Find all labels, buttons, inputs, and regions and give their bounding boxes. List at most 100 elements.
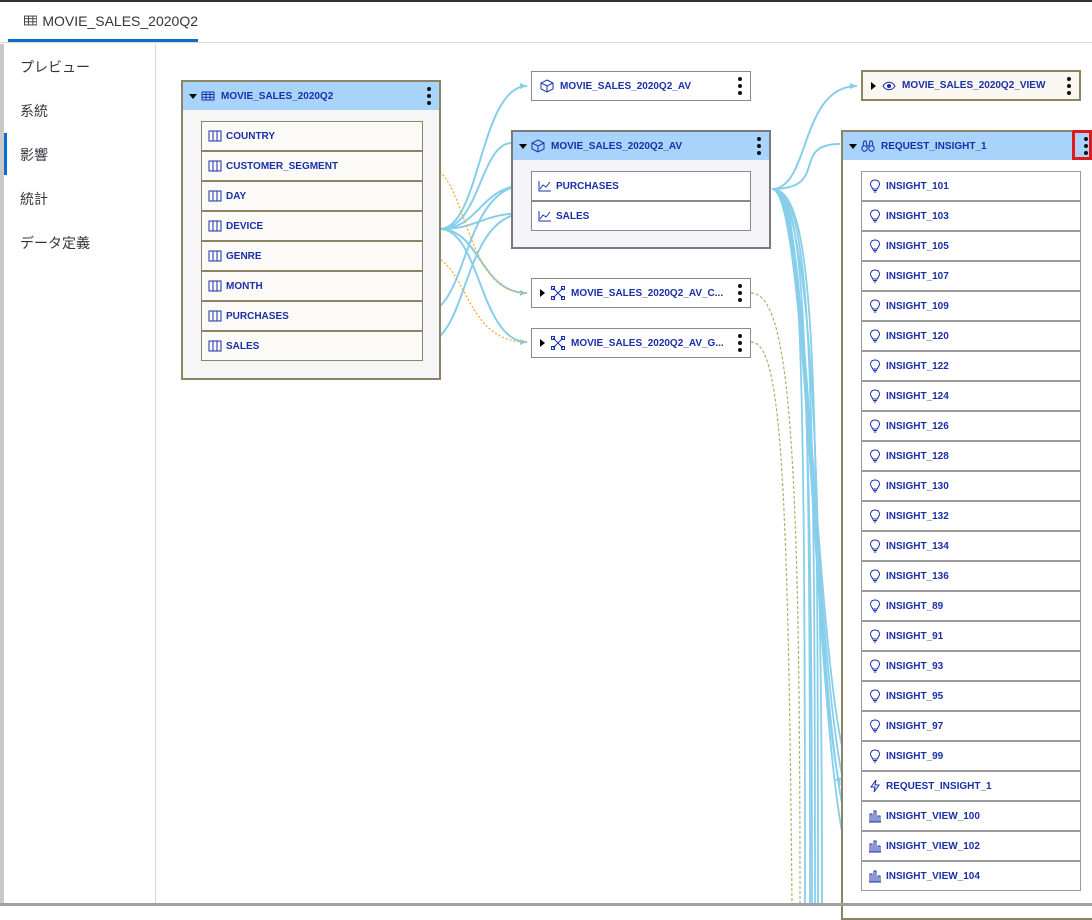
insight-label: INSIGHT_132 bbox=[886, 511, 949, 522]
hierarchy-node[interactable]: MOVIE_SALES_2020Q2_AV_C... bbox=[531, 278, 751, 308]
insight-row[interactable]: INSIGHT_130 bbox=[861, 471, 1081, 501]
collapse-caret-icon[interactable] bbox=[189, 94, 197, 99]
view-title: MOVIE_SALES_2020Q2_VIEW bbox=[902, 80, 1045, 91]
analytic-view-node-expanded[interactable]: MOVIE_SALES_2020Q2_AV PURCHASES SALES bbox=[511, 130, 771, 249]
focus-highlight bbox=[1072, 130, 1092, 160]
insight-label: INSIGHT_95 bbox=[886, 691, 943, 702]
source-table-node[interactable]: MOVIE_SALES_2020Q2 COUNTRY CUSTOMER_SEGM… bbox=[181, 80, 441, 380]
insight-row[interactable]: INSIGHT_128 bbox=[861, 441, 1081, 471]
insight-row[interactable]: INSIGHT_132 bbox=[861, 501, 1081, 531]
eye-icon bbox=[882, 79, 896, 93]
more-options-icon[interactable] bbox=[738, 77, 742, 95]
insight-label: INSIGHT_101 bbox=[886, 181, 949, 192]
insight-row[interactable]: INSIGHT_93 bbox=[861, 651, 1081, 681]
column-label: MONTH bbox=[226, 281, 263, 292]
insight-request-header[interactable]: REQUEST_INSIGHT_1 bbox=[843, 132, 1092, 160]
insight-label: INSIGHT_130 bbox=[886, 481, 949, 492]
lightbulb-icon bbox=[868, 689, 882, 703]
hierarchy-node[interactable]: MOVIE_SALES_2020Q2_AV_G... bbox=[531, 328, 751, 358]
more-options-icon[interactable] bbox=[1067, 77, 1071, 95]
insight-view-row[interactable]: INSIGHT_VIEW_100 bbox=[861, 801, 1081, 831]
expand-caret-icon[interactable] bbox=[540, 289, 545, 297]
insight-label: INSIGHT_97 bbox=[886, 721, 943, 732]
insight-row[interactable]: INSIGHT_120 bbox=[861, 321, 1081, 351]
line-chart-icon bbox=[538, 209, 552, 223]
lightning-icon bbox=[868, 779, 882, 793]
insight-request-node[interactable]: REQUEST_INSIGHT_1 INSIGHT_101 INSIGHT_10… bbox=[841, 130, 1092, 920]
insight-label: INSIGHT_124 bbox=[886, 391, 949, 402]
insight-row[interactable]: INSIGHT_122 bbox=[861, 351, 1081, 381]
insight-row[interactable]: INSIGHT_99 bbox=[861, 741, 1081, 771]
lightbulb-icon bbox=[868, 179, 882, 193]
measure-row[interactable]: SALES bbox=[531, 201, 751, 231]
lightbulb-icon bbox=[868, 419, 882, 433]
more-options-icon[interactable] bbox=[427, 87, 431, 105]
measure-row[interactable]: PURCHASES bbox=[531, 171, 751, 201]
insight-view-row[interactable]: INSIGHT_VIEW_104 bbox=[861, 861, 1081, 891]
expand-caret-icon[interactable] bbox=[540, 339, 545, 347]
column-icon bbox=[208, 189, 222, 203]
lightbulb-icon bbox=[868, 359, 882, 373]
more-options-icon[interactable] bbox=[738, 284, 742, 302]
lightbulb-icon bbox=[868, 719, 882, 733]
line-chart-icon bbox=[538, 179, 552, 193]
insight-row[interactable]: INSIGHT_89 bbox=[861, 591, 1081, 621]
lightbulb-icon bbox=[868, 479, 882, 493]
lightbulb-icon bbox=[868, 269, 882, 283]
lightbulb-icon bbox=[868, 539, 882, 553]
insight-row[interactable]: INSIGHT_103 bbox=[861, 201, 1081, 231]
column-row[interactable]: PURCHASES bbox=[201, 301, 423, 331]
insight-row[interactable]: INSIGHT_109 bbox=[861, 291, 1081, 321]
insight-label: INSIGHT_99 bbox=[886, 751, 943, 762]
column-label: PURCHASES bbox=[226, 311, 289, 322]
insight-label: INSIGHT_91 bbox=[886, 631, 943, 642]
column-row[interactable]: CUSTOMER_SEGMENT bbox=[201, 151, 423, 181]
analytic-view-node-collapsed[interactable]: MOVIE_SALES_2020Q2_AV bbox=[531, 71, 751, 101]
view-node[interactable]: MOVIE_SALES_2020Q2_VIEW bbox=[861, 70, 1081, 101]
expand-caret-icon[interactable] bbox=[871, 82, 876, 90]
insight-row[interactable]: INSIGHT_107 bbox=[861, 261, 1081, 291]
insight-view-row[interactable]: INSIGHT_VIEW_102 bbox=[861, 831, 1081, 861]
measure-label: SALES bbox=[556, 211, 589, 222]
column-label: GENRE bbox=[226, 251, 262, 262]
table-icon bbox=[201, 89, 215, 103]
insight-label: REQUEST_INSIGHT_1 bbox=[886, 781, 992, 792]
collapse-caret-icon[interactable] bbox=[519, 144, 527, 149]
insight-label: INSIGHT_126 bbox=[886, 421, 949, 432]
column-row[interactable]: COUNTRY bbox=[201, 121, 423, 151]
column-row[interactable]: SALES bbox=[201, 331, 423, 361]
insight-row[interactable]: INSIGHT_101 bbox=[861, 171, 1081, 201]
measure-label: PURCHASES bbox=[556, 181, 619, 192]
column-icon bbox=[208, 249, 222, 263]
analytic-view-header[interactable]: MOVIE_SALES_2020Q2_AV bbox=[513, 132, 769, 160]
bar-chart-icon bbox=[868, 809, 882, 823]
hierarchy-icon bbox=[551, 336, 565, 350]
column-row[interactable]: MONTH bbox=[201, 271, 423, 301]
insight-label: INSIGHT_122 bbox=[886, 361, 949, 372]
insight-label: INSIGHT_109 bbox=[886, 301, 949, 312]
column-row[interactable]: GENRE bbox=[201, 241, 423, 271]
collapse-caret-icon[interactable] bbox=[849, 144, 857, 149]
source-table-header[interactable]: MOVIE_SALES_2020Q2 bbox=[183, 82, 439, 110]
lightbulb-icon bbox=[868, 659, 882, 673]
insight-row[interactable]: INSIGHT_134 bbox=[861, 531, 1081, 561]
lightbulb-icon bbox=[868, 239, 882, 253]
column-row[interactable]: DAY bbox=[201, 181, 423, 211]
lightbulb-icon bbox=[868, 569, 882, 583]
column-row[interactable]: DEVICE bbox=[201, 211, 423, 241]
insight-row[interactable]: INSIGHT_95 bbox=[861, 681, 1081, 711]
lightbulb-icon bbox=[868, 209, 882, 223]
more-options-icon[interactable] bbox=[738, 334, 742, 352]
lightbulb-icon bbox=[868, 509, 882, 523]
more-options-icon[interactable] bbox=[757, 137, 761, 155]
insight-row[interactable]: INSIGHT_126 bbox=[861, 411, 1081, 441]
lightbulb-icon bbox=[868, 299, 882, 313]
insight-label: INSIGHT_136 bbox=[886, 571, 949, 582]
insight-row[interactable]: INSIGHT_105 bbox=[861, 231, 1081, 261]
insight-label: INSIGHT_134 bbox=[886, 541, 949, 552]
insight-row[interactable]: INSIGHT_136 bbox=[861, 561, 1081, 591]
insight-row[interactable]: INSIGHT_91 bbox=[861, 621, 1081, 651]
insight-row[interactable]: INSIGHT_97 bbox=[861, 711, 1081, 741]
insight-row[interactable]: INSIGHT_124 bbox=[861, 381, 1081, 411]
request-insight-row[interactable]: REQUEST_INSIGHT_1 bbox=[861, 771, 1081, 801]
